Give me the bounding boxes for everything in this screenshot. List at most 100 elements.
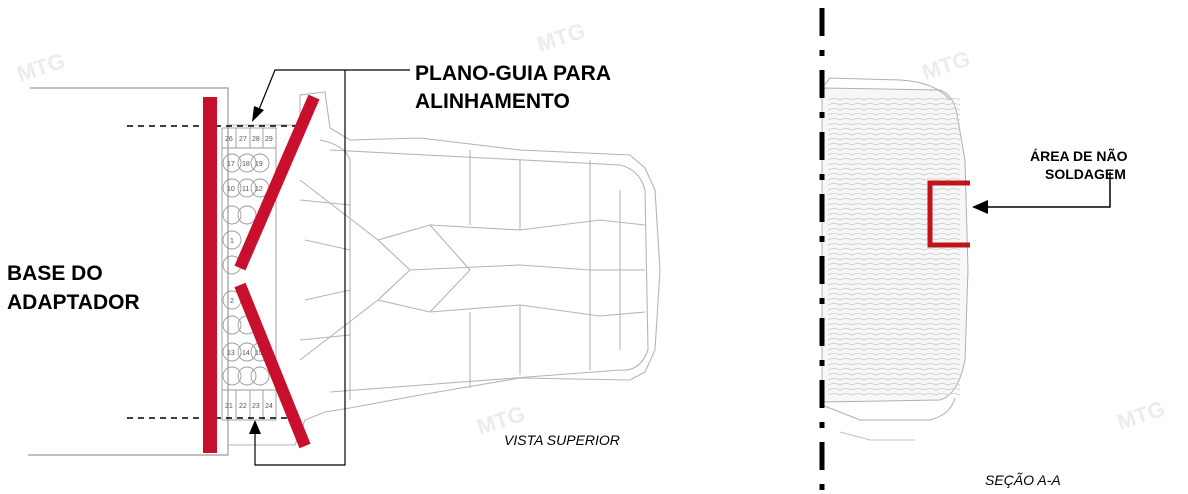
hatch-line	[827, 208, 961, 211]
hatch-line	[827, 253, 961, 256]
hatch-line	[827, 363, 961, 366]
pocket-number: 2	[230, 298, 234, 305]
area-arrowhead	[972, 200, 988, 214]
hatch-line	[827, 278, 961, 281]
hatch-line	[827, 268, 961, 271]
hatch-line	[827, 388, 961, 391]
hatch-line	[827, 193, 961, 196]
hatch-line	[827, 143, 961, 146]
hatch-line	[827, 118, 961, 121]
pocket-numbers: 26 27 28 29 17 18 19 10 11 12 1 2 13 14 …	[225, 136, 273, 410]
hatch-line	[827, 203, 961, 206]
pocket-grid	[221, 127, 277, 421]
pocket-number: 27	[239, 136, 247, 143]
hatch-line	[827, 368, 961, 371]
hatch-line	[827, 168, 961, 171]
hatch-line	[827, 353, 961, 356]
pocket-number: 11	[242, 186, 249, 193]
watermark-text: MTG	[14, 48, 68, 87]
hatch-line	[827, 123, 961, 126]
hatch-line	[827, 113, 961, 116]
hatch-line	[827, 248, 961, 251]
pocket-number: 22	[239, 403, 247, 410]
hatch-line	[827, 148, 961, 151]
hatch-line	[827, 238, 961, 241]
part-top-view	[228, 91, 661, 446]
hatch-line	[827, 288, 961, 291]
pocket-number: 24	[265, 403, 273, 410]
hatch-line	[827, 178, 961, 181]
hatch-line	[827, 258, 961, 261]
secao-caption: SEÇÃO A-A	[985, 472, 1061, 488]
pocket-number: 17	[227, 161, 235, 168]
hatch-line	[827, 263, 961, 266]
hatch-line	[827, 213, 961, 216]
hatch-line	[827, 348, 961, 351]
hatch-line	[827, 383, 961, 386]
pocket-number: 15	[255, 350, 263, 357]
hatch-line	[827, 228, 961, 231]
hatch-line	[827, 138, 961, 141]
hatch-line	[827, 158, 961, 161]
adapter-base-outline	[28, 87, 229, 456]
hatch-line	[827, 108, 961, 111]
guide-arrow-top	[257, 69, 410, 113]
hatch-line	[827, 128, 961, 131]
plano-guia-label-line1: PLANO-GUIA PARA	[415, 62, 611, 85]
hatch-line	[827, 188, 961, 191]
non-weld-bracket	[927, 180, 970, 248]
section-view	[821, 77, 969, 441]
plano-guia-label-line2: ALINHAMENTO	[415, 90, 570, 113]
hatch-line	[827, 338, 961, 341]
guide-frame	[254, 70, 346, 466]
guide-arrowhead-top	[252, 106, 264, 122]
watermark-text: MTG	[534, 18, 588, 57]
hatch-line	[827, 173, 961, 176]
pocket-number: 14	[242, 350, 250, 357]
hatch-line	[827, 198, 961, 201]
hatch-line	[827, 103, 961, 106]
pocket-number: 29	[265, 136, 273, 143]
section-hatching	[827, 98, 961, 396]
hatch-line	[827, 293, 961, 296]
pocket-number: 28	[252, 136, 260, 143]
pocket-number: 1	[230, 238, 234, 245]
hatch-line	[827, 133, 961, 136]
hatch-line	[827, 153, 961, 156]
base-adaptador-label-line1: BASE DO	[7, 262, 103, 285]
hatch-line	[827, 313, 961, 316]
hatch-line	[827, 98, 961, 101]
hatch-line	[827, 343, 961, 346]
hatch-line	[827, 223, 961, 226]
watermark-group: MTG MTG MTG MTG MTG	[14, 18, 1168, 440]
hatch-line	[827, 273, 961, 276]
hatch-line	[827, 233, 961, 236]
guide-plane-upper	[234, 94, 320, 271]
hatch-line	[827, 308, 961, 311]
hatch-line	[827, 163, 961, 166]
hatch-line	[827, 303, 961, 306]
hatch-line	[827, 333, 961, 336]
hatch-line	[827, 358, 961, 361]
hatch-line	[827, 378, 961, 381]
pocket-number: 23	[252, 403, 260, 410]
hatch-line	[827, 318, 961, 321]
hatch-line	[827, 218, 961, 221]
pocket-number: 10	[227, 186, 235, 193]
hatch-line	[827, 298, 961, 301]
area-arrow-line	[985, 172, 1111, 208]
watermark-text: MTG	[919, 46, 973, 85]
pocket-number: 19	[255, 161, 263, 168]
pocket-number: 18	[242, 161, 250, 168]
guide-arrowhead-bottom	[249, 420, 261, 434]
hatch-line	[827, 323, 961, 326]
watermark-text: MTG	[1114, 396, 1168, 435]
base-adaptador-label-line2: ADAPTADOR	[7, 291, 140, 314]
pocket-number: 21	[225, 403, 233, 410]
hatch-line	[827, 393, 961, 396]
area-nao-soldagem-line1: ÁREA DE NÃO	[1030, 148, 1128, 164]
hatch-line	[827, 328, 961, 331]
pocket-number: 12	[255, 186, 263, 193]
adapter-base-bar	[203, 97, 217, 453]
